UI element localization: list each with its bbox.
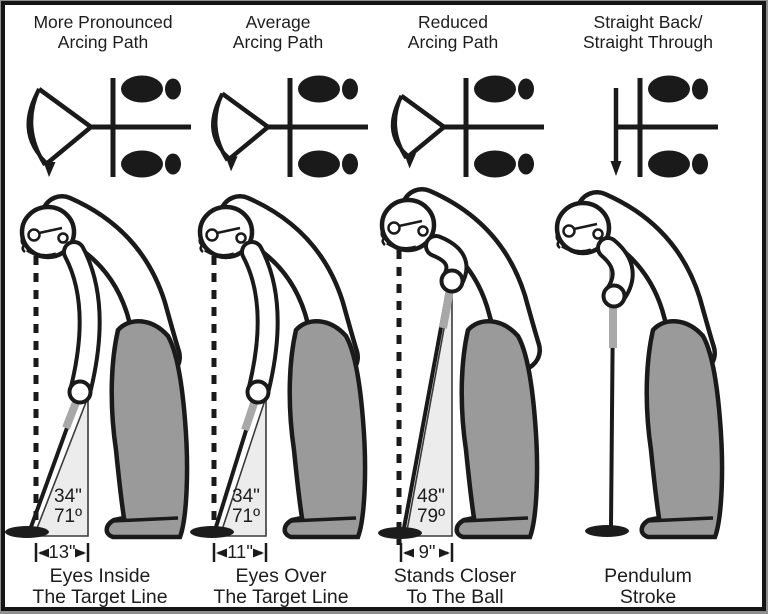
putter-3 [378,278,455,539]
lie-angle-3: 79º [416,505,446,527]
putter-angle-triangle-2 [218,396,267,537]
column-3-title: Reduced Arcing Path [407,12,499,52]
golfer-figure-1 [5,194,190,545]
glasses-icon [562,224,576,238]
ear [417,225,429,237]
arc-path-icon-2 [211,91,270,172]
pants-1 [104,319,190,540]
column-1-title: More Pronounced Arcing Path [33,12,173,52]
column-2-caption: Eyes Over The Target Line [213,565,349,608]
ear [592,228,604,240]
golfer-head-3 [379,197,437,253]
golfer-figure-2 [190,194,368,545]
glasses-icon [27,228,41,242]
putter-grip-3 [439,286,455,329]
putter-angle-triangle-3 [405,284,453,537]
ball-distance-2: 11" [227,541,253,562]
glasses-icon [387,221,401,235]
beard [204,248,235,258]
pants-2 [282,319,368,540]
column-1-caption: Eyes Inside The Target Line [32,565,168,608]
column-4-title: Straight Back/ Straight Through [582,12,714,52]
arc-path-icon-3 [390,94,446,169]
shaft-length-3: 48" [417,486,445,507]
beard [26,248,57,258]
pants-4 [639,319,725,540]
feet-icon-2 [298,75,358,178]
beard [561,244,592,254]
putter-head-1 [5,526,49,538]
hands-4 [601,283,627,309]
column-3-measurements: 48"79º [386,487,476,527]
putter-head-2 [190,526,234,538]
golfer-figure-3 [378,187,542,545]
stance-diagram-2 [211,75,368,178]
stance-diagram-1 [26,75,191,178]
feet-icon-1 [121,75,181,178]
ball-distance-dimension-2 [212,543,268,562]
shaft-length-1: 34" [54,486,82,507]
beard [386,241,417,251]
ball-distance-dimension-1 [34,543,90,562]
feet-icon-4 [648,75,708,178]
straight-stroke-arrow-icon [610,88,622,176]
arc-path-icon-1 [26,87,93,177]
feet-icon-3 [474,75,534,178]
hands-3 [439,268,465,294]
ball-distance-1: 13" [48,541,76,562]
putter-head-3 [378,527,422,539]
ball-distance-3: 9" [418,541,436,562]
column-2-title: Average Arcing Path [232,12,324,52]
lie-angle-1: 71º [53,505,83,527]
ear [235,232,247,244]
hands-2 [245,379,271,405]
putter-angle-triangle-1 [32,396,89,537]
hands-1 [67,379,93,405]
stance-diagram-4 [610,75,718,178]
column-4-caption: Pendulum Stroke [604,565,692,608]
pants-3 [454,319,540,540]
ear [57,232,69,244]
column-2-measurements: 34"71º [201,487,291,527]
stance-diagram-3 [390,75,544,178]
glasses-icon [205,228,219,242]
column-3-caption: Stands Closer To The Ball [393,565,517,608]
lie-angle-2: 71º [231,505,261,527]
golfer-head-2 [197,204,255,260]
golfer-head-4 [554,200,612,256]
putter-head-4 [585,525,629,537]
golfer-head-1 [19,204,77,260]
ball-distance-dimension-3 [399,543,454,562]
column-1-measurements: 34"71º [23,487,113,527]
shaft-length-2: 34" [232,486,260,507]
golfer-figure-4 [554,190,725,540]
page-background [5,5,762,607]
